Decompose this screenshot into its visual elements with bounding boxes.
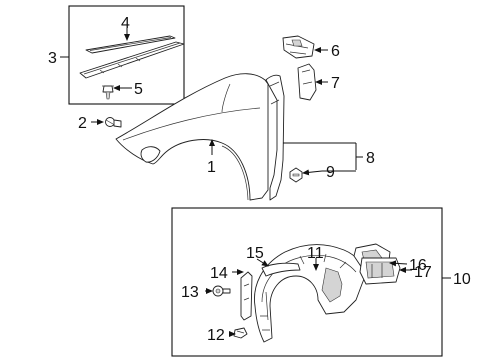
part-13-bolt <box>212 285 231 297</box>
part-8-pillar-seal <box>265 74 285 201</box>
part-9-clip <box>289 167 303 183</box>
callout-16: 16 <box>409 257 427 274</box>
part-6-bracket <box>282 35 315 59</box>
part-1-fender <box>115 73 269 201</box>
part-7-bracket <box>297 63 317 101</box>
callout-15: 15 <box>246 245 264 262</box>
callout-8: 8 <box>366 150 375 167</box>
part-14-bracket <box>240 271 253 321</box>
callout-10: 10 <box>453 271 471 288</box>
callout-6: 6 <box>331 43 340 60</box>
callout-17: 17 <box>414 264 432 281</box>
callout-7: 7 <box>331 75 340 92</box>
group-box-10 <box>171 207 443 357</box>
callout-3: 3 <box>48 50 57 67</box>
part-15-seal <box>261 262 301 277</box>
group-box-3 <box>68 5 185 105</box>
callout-14: 14 <box>210 265 228 282</box>
part-4-seal-strip <box>79 35 185 79</box>
callout-1: 1 <box>207 159 216 176</box>
callout-12: 12 <box>207 327 225 344</box>
callout-4: 4 <box>121 15 130 32</box>
part-17-shield <box>359 257 401 285</box>
callout-labels: 3 4 5 2 1 6 7 8 9 10 11 15 16 17 14 13 1… <box>48 15 471 344</box>
part-5-clip <box>102 85 114 100</box>
callout-11: 11 <box>307 245 324 262</box>
callout-5: 5 <box>134 81 143 98</box>
callout-9: 9 <box>326 164 335 181</box>
leader-lines <box>60 28 451 337</box>
callout-2: 2 <box>78 115 87 132</box>
part-2-bolt <box>105 117 122 128</box>
part-12-clip <box>233 327 248 339</box>
callout-13: 13 <box>181 284 199 301</box>
